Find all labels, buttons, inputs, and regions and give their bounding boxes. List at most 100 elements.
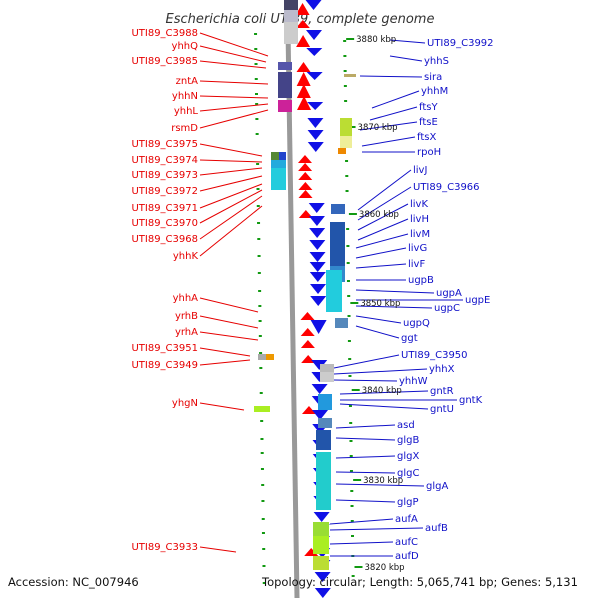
kbp-label: 3820 kbp [365, 563, 405, 573]
tick-mark [346, 280, 350, 282]
annotation-block [316, 452, 331, 510]
forward-gene-arrow [307, 102, 324, 110]
left-connector [199, 195, 263, 240]
right-connector [357, 203, 409, 231]
tick-layer [254, 33, 363, 584]
tick-mark [343, 85, 347, 87]
right-gene-label: yhhX [429, 364, 455, 375]
tick-mark [345, 160, 349, 162]
tick-mark [257, 255, 261, 257]
right-connector [335, 499, 396, 503]
right-connector [329, 518, 394, 525]
forward-gene-arrow [309, 252, 326, 262]
left-gene-label: UTI89_C3949 [131, 360, 198, 371]
tick-mark [260, 438, 264, 440]
tick-mark [261, 484, 265, 486]
reverse-gene-arrow [298, 163, 313, 171]
left-connector [199, 109, 269, 129]
tick-mark [350, 490, 354, 492]
forward-gene-arrow [306, 48, 323, 56]
tick-mark [254, 78, 258, 80]
left-gene-label: UTI89_C3973 [131, 170, 198, 181]
left-connector [199, 60, 267, 69]
right-gene-label: aufC [395, 537, 418, 548]
tick-mark [346, 262, 350, 264]
reverse-gene-arrow [298, 182, 313, 190]
right-connector [329, 527, 424, 531]
connector-layer [199, 32, 463, 557]
tick-mark [350, 505, 354, 507]
right-gene-label: gntR [430, 386, 454, 397]
tick-mark [258, 320, 262, 322]
right-gene-label: glgX [397, 451, 419, 462]
tick-mark [255, 133, 259, 135]
reverse-gene-arrow [300, 312, 315, 320]
forward-gene-arrow [309, 262, 326, 272]
tick-mark [347, 340, 351, 342]
kbp-label: 3860 kbp [359, 210, 399, 220]
annotation-block [313, 522, 329, 536]
reverse-gene-arrow [296, 35, 311, 47]
tick-mark [348, 358, 352, 360]
annotation-block [284, 22, 298, 44]
kbp-label: 3870 kbp [358, 123, 398, 133]
reverse-gene-arrow [296, 62, 311, 72]
left-connector [199, 402, 245, 411]
annotation-block [313, 536, 329, 554]
right-connector [333, 354, 400, 369]
left-connector [199, 359, 251, 366]
tick-mark [346, 245, 350, 247]
tick-mark [261, 500, 265, 502]
forward-gene-arrow [308, 203, 325, 213]
left-connector [199, 80, 269, 85]
tick-mark [256, 205, 260, 207]
forward-gene-arrow [311, 384, 328, 394]
annotation-block [254, 406, 270, 412]
forward-gene-arrow [309, 228, 326, 238]
annotation-block [279, 152, 286, 160]
kbp-label: 3840 kbp [362, 386, 402, 396]
left-connector [199, 331, 259, 341]
right-connector [355, 315, 402, 324]
reverse-gene-arrow [295, 3, 310, 15]
tick-mark [260, 452, 264, 454]
right-gene-label: UTI89_C3950 [401, 350, 468, 361]
left-gene-label: UTI89_C3951 [131, 343, 198, 354]
reverse-gene-arrow [300, 328, 315, 336]
tick-mark [347, 295, 351, 297]
right-gene-label: aufB [425, 523, 448, 534]
right-connector [333, 368, 428, 375]
tick-mark [262, 565, 266, 567]
tick-mark [262, 548, 266, 550]
tick-mark [256, 163, 260, 165]
annotation-block [338, 148, 346, 154]
tick-mark [345, 190, 349, 192]
forward-gene-arrow [307, 142, 324, 152]
right-connector [329, 541, 394, 545]
tick-mark [261, 518, 265, 520]
tick-mark [344, 100, 348, 102]
right-connector [357, 169, 412, 211]
reverse-gene-arrow [296, 84, 311, 98]
reverse-gene-arrow [296, 72, 311, 86]
tick-mark [260, 420, 264, 422]
right-gene-label: livK [410, 199, 428, 210]
reverse-gene-arrow [295, 20, 310, 28]
tick-mark [257, 272, 261, 274]
reverse-gene-arrow [298, 172, 313, 180]
left-gene-label: yrhB [175, 311, 198, 322]
tick-mark [343, 70, 347, 72]
right-connector [369, 106, 418, 121]
right-connector [389, 39, 426, 44]
right-connector [355, 325, 400, 339]
tick-mark [259, 367, 263, 369]
genome-title: Escherichia coli UTI89, complete genome [166, 12, 435, 27]
left-gene-label: yhhL [174, 106, 199, 117]
right-gene-label: ftsX [417, 132, 436, 143]
right-gene-label: yhhS [424, 56, 449, 67]
forward-gene-arrow [306, 72, 323, 80]
left-gene-label: UTI89_C3988 [131, 28, 198, 39]
right-gene-label: glgP [397, 497, 419, 508]
